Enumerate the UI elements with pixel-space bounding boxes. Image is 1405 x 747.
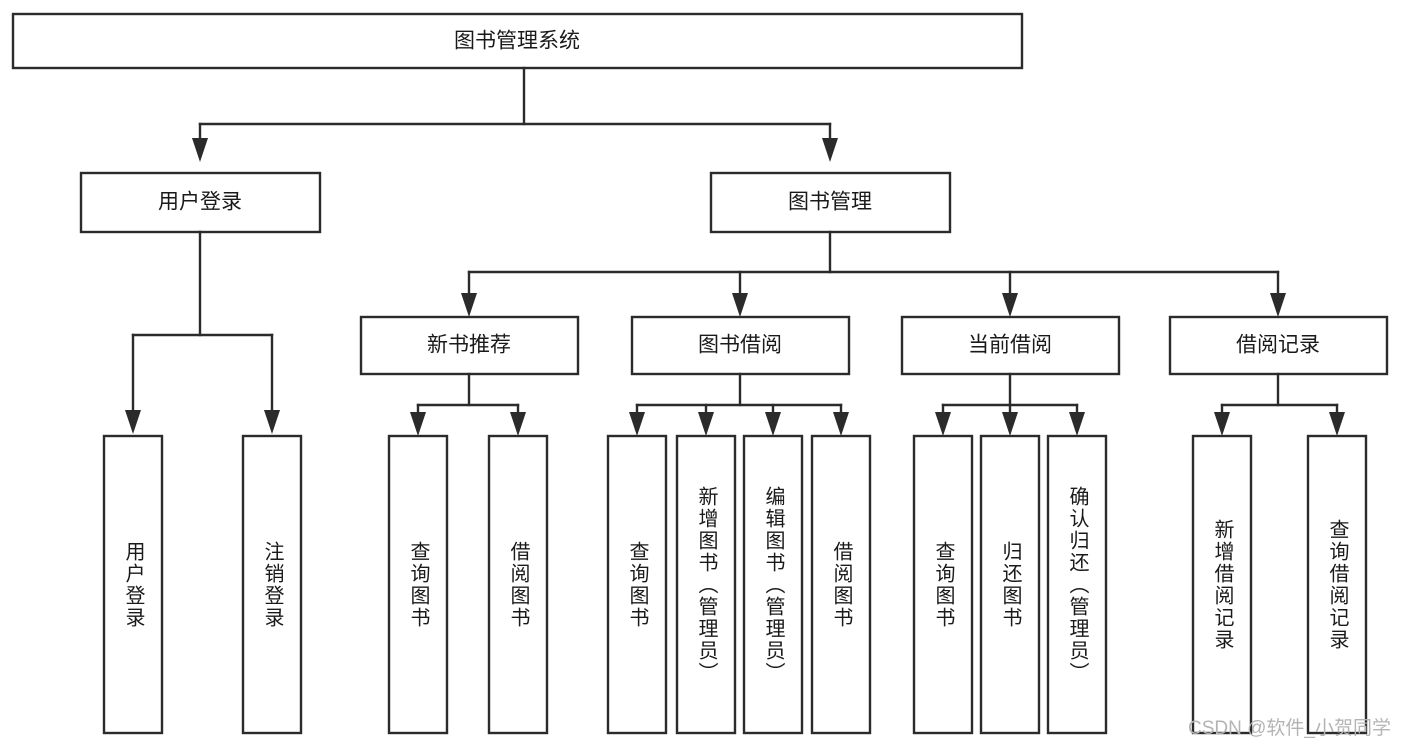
node-root-box — [11, 12, 1024, 70]
node-user-login-box — [79, 171, 322, 234]
node-new-book-recommend-box — [359, 315, 580, 376]
leaf-box-query-borrow-record[interactable] — [1306, 434, 1368, 735]
leaf-box-query-book-1[interactable] — [387, 434, 449, 735]
leaf-box-logout[interactable] — [241, 434, 303, 735]
leaf-label-borrow-book-2: 借阅图书 — [830, 540, 852, 629]
node-new-book-recommend-label: 新书推荐 — [427, 334, 511, 357]
arrow-icon — [264, 410, 280, 434]
leaf-label-confirm-return-admin: 确认归还（管理员） — [1066, 485, 1088, 684]
arrow-icon — [1002, 412, 1018, 436]
leaf-box-add-book-admin[interactable] — [675, 434, 737, 735]
node-user-login[interactable]: 用户登录 — [79, 171, 322, 234]
leaf-label-query-borrow-record: 查询借阅记录 — [1326, 518, 1348, 651]
watermark-text: CSDN @软件_小贺同学 — [1188, 718, 1391, 739]
arrow-icon — [732, 293, 748, 317]
node-borrow-record-box — [1168, 315, 1389, 376]
node-book-management-label: 图书管理 — [788, 191, 872, 214]
arrow-icon — [410, 412, 426, 436]
connector-root-to-level2 — [192, 66, 838, 162]
arrow-icon — [629, 412, 645, 436]
leaf-label-return-book: 归还图书 — [999, 540, 1021, 629]
leaf-box-query-book-2[interactable] — [606, 434, 668, 735]
arrow-icon — [461, 293, 477, 317]
connector-new-book-recommend-to-leaves — [410, 372, 526, 436]
leaf-label-user-login: 用户登录 — [122, 540, 144, 629]
connector-current-borrow-to-leaves — [935, 372, 1085, 436]
node-book-management-box — [709, 171, 952, 234]
leaf-label-edit-book-admin: 编辑图书（管理员） — [762, 485, 784, 684]
leaf-box-edit-book-admin[interactable] — [742, 434, 804, 735]
arrow-icon — [1069, 412, 1085, 436]
arrow-icon — [1214, 412, 1230, 436]
node-new-book-recommend[interactable]: 新书推荐 — [359, 315, 580, 376]
leaf-box-confirm-return-admin[interactable] — [1046, 434, 1108, 735]
arrow-icon — [822, 138, 838, 162]
arrow-icon — [1002, 293, 1018, 317]
node-user-login-label: 用户登录 — [158, 191, 242, 214]
arrow-icon — [510, 412, 526, 436]
leaf-box-return-book[interactable] — [979, 434, 1041, 735]
leaf-box-user-login[interactable] — [102, 434, 164, 735]
arrow-icon — [1270, 293, 1286, 317]
arrow-icon — [765, 412, 781, 436]
leaf-box-add-borrow-record[interactable] — [1191, 434, 1253, 735]
arrow-icon — [935, 412, 951, 436]
leaf-label-add-book-admin: 新增图书（管理员） — [695, 485, 717, 684]
connector-book-borrow-to-leaves — [629, 372, 849, 436]
arrow-icon — [833, 412, 849, 436]
leaf-label-borrow-book-1: 借阅图书 — [507, 540, 529, 629]
node-book-borrow-box — [630, 315, 851, 376]
connector-book-management-to-level3 — [461, 230, 1286, 317]
leaf-label-query-book-2: 查询图书 — [626, 540, 648, 629]
leaf-box-borrow-book-2[interactable] — [810, 434, 872, 735]
node-root[interactable]: 图书管理系统 — [11, 12, 1024, 70]
leaf-box-borrow-book-1[interactable] — [487, 434, 549, 735]
leaf-label-query-book-3: 查询图书 — [932, 540, 954, 629]
node-book-borrow-label: 图书借阅 — [698, 334, 782, 357]
leaf-label-add-borrow-record: 新增借阅记录 — [1211, 518, 1233, 651]
arrow-icon — [1329, 412, 1345, 436]
connector-user-login-to-leaves — [125, 230, 280, 434]
node-current-borrow-label: 当前借阅 — [968, 334, 1052, 357]
node-book-borrow[interactable]: 图书借阅 — [630, 315, 851, 376]
node-book-management[interactable]: 图书管理 — [709, 171, 952, 234]
node-borrow-record-label: 借阅记录 — [1236, 334, 1320, 357]
connector-borrow-record-to-leaves — [1214, 372, 1345, 436]
leaf-box-query-book-3[interactable] — [912, 434, 974, 735]
node-root-label: 图书管理系统 — [454, 30, 580, 53]
leaf-label-query-book-1: 查询图书 — [407, 540, 429, 629]
arrow-icon — [192, 138, 208, 162]
leaf-label-logout: 注销登录 — [261, 540, 283, 629]
arrow-icon — [698, 412, 714, 436]
node-borrow-record[interactable]: 借阅记录 — [1168, 315, 1389, 376]
node-current-borrow[interactable]: 当前借阅 — [900, 315, 1121, 376]
arrow-icon — [125, 410, 141, 434]
